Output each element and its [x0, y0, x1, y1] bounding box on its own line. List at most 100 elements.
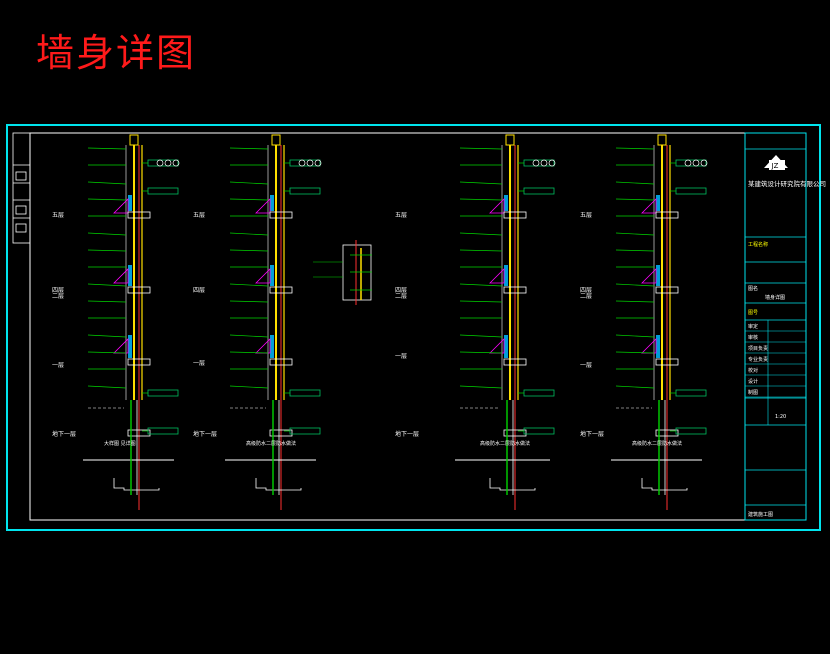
floor-label: 地下一层: [52, 430, 76, 438]
lead-line: [87, 198, 127, 201]
lead-line: [615, 249, 655, 252]
lead-line: [87, 232, 127, 236]
annotation-box: [523, 389, 555, 397]
floor-slab: [269, 358, 293, 366]
floor-slab: [655, 286, 679, 294]
floor-slab: [127, 286, 151, 294]
callout-circle: [700, 159, 708, 167]
annotation-box: [523, 187, 555, 195]
lead-line: [87, 300, 127, 303]
window-leader: [113, 198, 129, 214]
callout-circle: [306, 159, 314, 167]
annotation-box: [675, 187, 707, 195]
callout-circle: [692, 159, 700, 167]
foundation-outline: [641, 478, 688, 491]
callout-circle: [314, 159, 322, 167]
lead-line: [229, 351, 269, 354]
annotation-box: [675, 427, 707, 435]
floor-label: 地下一层: [580, 430, 604, 438]
annotation-box: [289, 427, 321, 435]
callout-circle: [532, 159, 540, 167]
small-detail: [313, 240, 372, 305]
floor-slab: [127, 429, 151, 437]
annotation-box: [147, 389, 179, 397]
lead-line: [615, 300, 655, 303]
floor-label: 地下一层: [395, 430, 419, 438]
callout-circle: [548, 159, 556, 167]
window-glass: [128, 195, 132, 211]
section-note: 高级防水二层防水做法: [246, 440, 296, 447]
title-block-row-label: 设计: [748, 378, 758, 385]
lead-line: [87, 147, 127, 150]
title-block-footer: 建筑施工图: [748, 511, 773, 518]
floor-label: 一层: [580, 362, 592, 369]
callout-circle: [156, 159, 164, 167]
window-leader: [255, 198, 271, 214]
lead-line: [615, 147, 655, 150]
floor-label: 四层: [193, 287, 205, 294]
company-name: 某建筑设计研究院有限公司: [748, 179, 826, 188]
title-block-row-label: 审定: [748, 323, 758, 330]
annotation-box: [147, 427, 179, 435]
lead-line: [459, 181, 503, 185]
foundation-outline: [489, 478, 536, 491]
company-logo: JZ: [764, 155, 788, 170]
parapet-cap: [271, 134, 281, 146]
floor-slab: [269, 286, 293, 294]
lead-line: [615, 283, 655, 287]
section-note: 大样图 见详图: [104, 440, 136, 447]
callout-circle: [540, 159, 548, 167]
floor-label: 五层: [395, 212, 407, 219]
window-glass: [504, 265, 508, 286]
callout-circle: [684, 159, 692, 167]
window-glass: [656, 195, 660, 211]
foundation-outline: [113, 478, 160, 491]
project-label: 工程名称: [748, 241, 768, 248]
floor-label: 四层: [52, 287, 64, 294]
window-glass: [656, 335, 660, 358]
floor-label: 一层: [193, 360, 205, 367]
binding-strip: [12, 132, 31, 244]
floor-slab: [269, 211, 293, 219]
lead-line: [229, 249, 269, 252]
floor-slab: [503, 358, 527, 366]
callout-circle: [164, 159, 172, 167]
floor-slab: [503, 211, 527, 219]
title-block-row-label: 项目负责: [748, 345, 768, 352]
callout-circle: [172, 159, 180, 167]
drawing-label: 图名: [748, 285, 758, 292]
floor-slab: [269, 429, 293, 437]
lead-line: [459, 249, 503, 252]
lead-line: [459, 351, 503, 354]
floor-label: 五层: [580, 212, 592, 219]
lead-line: [229, 232, 269, 236]
lead-line: [87, 385, 127, 389]
lead-line: [229, 334, 269, 338]
window-leader: [255, 268, 271, 284]
floor-slab: [503, 286, 527, 294]
sheet-label: 图号: [748, 310, 758, 316]
floor-label: 地下一层: [193, 430, 217, 438]
lead-line: [615, 181, 655, 185]
annotation-box: [147, 187, 179, 195]
floor-label: 四层: [580, 287, 592, 294]
title-block-row-label: 制图: [748, 389, 758, 396]
floor-slab: [655, 429, 679, 437]
parapet-cap: [505, 134, 515, 146]
lead-line: [229, 147, 269, 150]
lead-line: [87, 283, 127, 287]
window-glass: [128, 265, 132, 286]
lead-line: [459, 385, 503, 389]
floor-label: 二层: [395, 293, 407, 300]
lead-line: [459, 283, 503, 287]
floor-label: 四层: [395, 287, 407, 294]
window-glass: [656, 265, 660, 286]
window-glass: [504, 335, 508, 358]
floor-label: 一层: [52, 362, 64, 369]
